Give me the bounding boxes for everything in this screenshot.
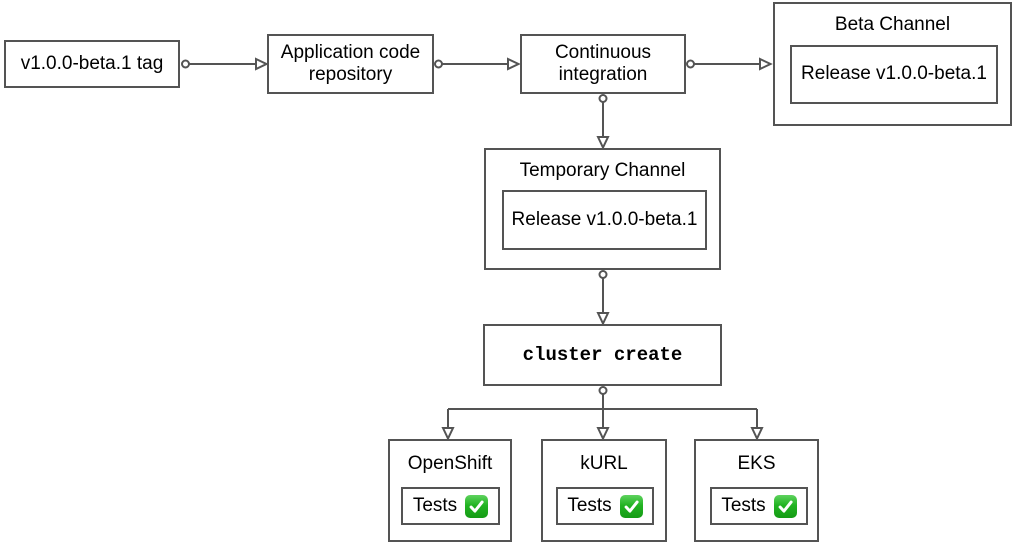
connector-ci-to-temp-channel (596, 94, 610, 150)
kurl-tests-label: Tests (567, 494, 612, 516)
node-continuous-integration: Continuous integration (520, 34, 686, 94)
arrowhead-down-icon (596, 312, 610, 326)
temporary-channel-release-label: Release v1.0.0-beta.1 (511, 208, 698, 230)
arrowhead-right-icon (759, 57, 773, 71)
group-eks: EKS Tests (694, 439, 819, 542)
node-temporary-channel-release: Release v1.0.0-beta.1 (502, 190, 707, 250)
openshift-tests-label: Tests (412, 494, 458, 516)
connector-ci-to-beta-channel (686, 57, 773, 71)
beta-channel-release-label: Release v1.0.0-beta.1 (801, 63, 987, 85)
white-check-mark-icon (465, 494, 489, 518)
connector-temp-channel-to-cluster-create (596, 270, 610, 326)
eks-title: EKS (737, 453, 776, 474)
node-beta-channel-release: Release v1.0.0-beta.1 (790, 45, 998, 104)
kurl-title: kURL (580, 453, 628, 474)
arrowhead-right-icon (507, 57, 521, 71)
node-continuous-integration-label: Continuous integration (554, 41, 652, 85)
node-kurl-tests: Tests (556, 487, 654, 525)
connector-source-dot (598, 270, 608, 279)
connector-repo-to-ci (434, 57, 521, 71)
eks-tests-label: Tests (721, 494, 766, 516)
node-version-tag: v1.0.0-beta.1 tag (4, 40, 180, 88)
white-check-mark-icon (773, 494, 797, 518)
node-app-code-repository: Application code repository (267, 34, 434, 94)
openshift-title: OpenShift (407, 453, 493, 474)
arrowhead-right-icon (255, 57, 269, 71)
node-eks-tests: Tests (710, 487, 808, 525)
node-openshift-tests: Tests (401, 487, 500, 525)
white-check-mark-icon (619, 494, 643, 518)
connector-tag-to-repo (181, 57, 269, 71)
connector-source-dot (434, 59, 443, 69)
connector-source-dot (181, 59, 190, 69)
arrowhead-down-icon (596, 427, 610, 441)
connector-source-dot (598, 94, 608, 103)
connector-source-dot (598, 386, 608, 395)
group-beta-channel: Beta Channel Release v1.0.0-beta.1 (773, 2, 1012, 126)
node-app-code-repository-label: Application code repository (280, 41, 421, 85)
connector-source-dot (686, 59, 695, 69)
arrowhead-down-icon (441, 427, 455, 441)
cluster-create-label: cluster create (522, 343, 683, 366)
node-version-tag-label: v1.0.0-beta.1 tag (20, 52, 164, 74)
arrowhead-down-icon (596, 136, 610, 150)
connector-cluster-create-to-test-clusters (441, 386, 764, 441)
beta-channel-title: Beta Channel (834, 14, 951, 35)
group-kurl: kURL Tests (541, 439, 667, 542)
group-openshift: OpenShift Tests (388, 439, 512, 542)
temporary-channel-title: Temporary Channel (519, 160, 686, 181)
arrowhead-down-icon (750, 427, 764, 441)
node-cluster-create: cluster create (483, 324, 722, 386)
group-temporary-channel: Temporary Channel Release v1.0.0-beta.1 (484, 148, 721, 270)
